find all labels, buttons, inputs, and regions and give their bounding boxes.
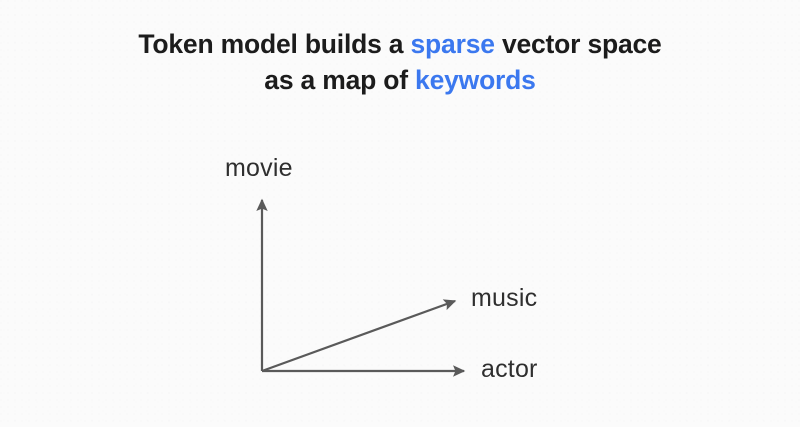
slide-title: Token model builds a sparse vector space… — [0, 26, 800, 98]
title-highlight-sparse: sparse — [410, 29, 495, 59]
title-line-1-text-after: vector space — [494, 29, 662, 59]
axis-line-music — [261, 299, 457, 373]
axis-label-actor: actor — [481, 355, 538, 383]
title-line-2: as a map of keywords — [0, 62, 800, 98]
axis-label-music: music — [471, 284, 538, 312]
title-line-2-text-before: as a map of — [264, 65, 416, 95]
title-line-1: Token model builds a sparse vector space — [0, 26, 800, 62]
title-highlight-keywords: keywords — [415, 65, 536, 95]
axis-label-movie: movie — [225, 154, 293, 182]
title-line-1-text-before: Token model builds a — [138, 29, 411, 59]
